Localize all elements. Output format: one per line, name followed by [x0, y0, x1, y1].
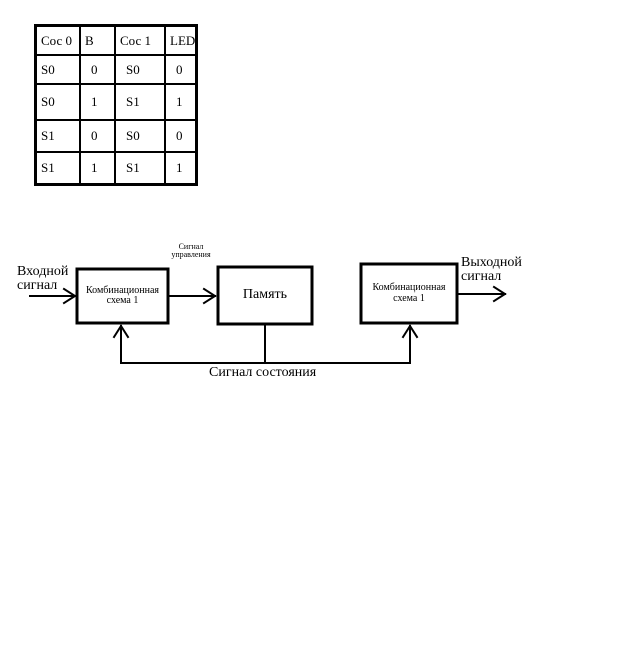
output-arrowhead: [492, 285, 507, 303]
table-row: S0 1 S1 1: [34, 83, 198, 121]
control-signal-label-line1: Сигнал: [178, 242, 204, 251]
memory-block-label: Память: [220, 269, 310, 322]
output-signal-label-line2: сигнал: [461, 269, 502, 284]
input-signal-label-line1: Входной: [17, 264, 69, 279]
table-cell: S1: [34, 119, 81, 153]
input-arrowhead: [62, 287, 77, 305]
table-header-row: Сос 0 B Сос 1 LED: [34, 24, 198, 56]
table-cell: 1: [164, 151, 198, 186]
table-cell: 1: [164, 83, 198, 121]
table-cell: S0: [34, 54, 81, 85]
table-cell: S0: [114, 119, 166, 153]
state-arrowhead: [401, 324, 419, 339]
block1-label-line1: Комбинационная: [86, 284, 159, 296]
state-table: Сос 0 B Сос 1 LED S0 0 S0 0 S0 1 S1 1 S1…: [34, 24, 199, 186]
block1-label-line2: схема 1: [106, 295, 139, 306]
table-row: S0 0 S0 0: [34, 54, 198, 85]
table-cell: 1: [79, 83, 116, 121]
table-cell: 0: [79, 54, 116, 85]
table-cell: 0: [164, 119, 198, 153]
control-signal-label-line2: управления: [171, 250, 211, 259]
output-signal-label: Выходной сигнал: [461, 256, 522, 284]
table-cell: S1: [114, 83, 166, 121]
table-row: S1 1 S1 1: [34, 151, 198, 186]
input-signal-label: Входной сигнал: [17, 265, 68, 293]
table-cell: S1: [34, 151, 81, 186]
control-arrowhead: [202, 287, 217, 305]
block2-label-line1: Комбинационная: [372, 282, 446, 293]
table-cell: 1: [79, 151, 116, 186]
combinational-block-1-label: Комбинационная схема 1: [79, 271, 166, 321]
state-signal-label: Сигнал состояния: [209, 365, 317, 380]
table-cell: 0: [79, 119, 116, 153]
output-signal-label-line1: Выходной: [461, 255, 522, 270]
table-cell: 0: [164, 54, 198, 85]
input-signal-label-line2: сигнал: [17, 278, 58, 293]
memory-label-text: Память: [242, 287, 288, 303]
block2-label-line2: схема 1: [393, 292, 425, 304]
table-header-cell: LED: [164, 24, 198, 56]
combinational-block-2-label: Комбинационная схема 1: [363, 266, 455, 321]
control-signal-label: Сигнал управления: [162, 243, 220, 259]
table-cell: S0: [34, 83, 81, 121]
table-cell: S1: [114, 151, 166, 186]
table-cell: S0: [114, 54, 166, 85]
feedback-arrowhead: [112, 324, 130, 339]
table-header-cell: B: [79, 24, 116, 56]
table-row: S1 0 S0 0: [34, 119, 198, 153]
